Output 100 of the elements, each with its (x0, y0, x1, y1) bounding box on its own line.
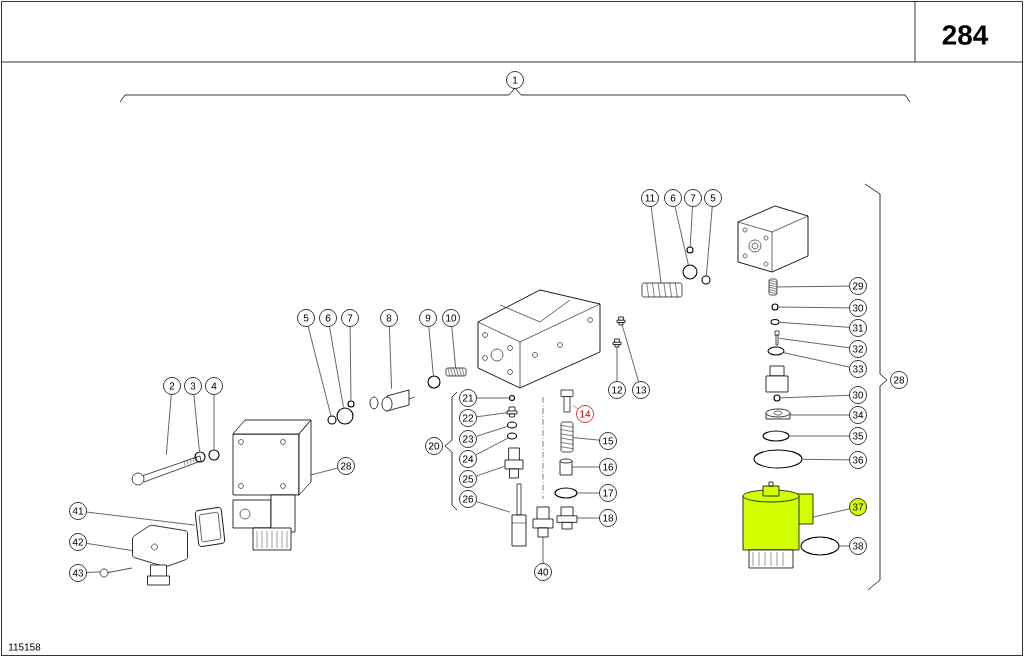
leader-line (778, 306, 850, 309)
leader-line (165, 394, 172, 456)
callout-number: 29 (849, 277, 867, 295)
ring-drawing (771, 303, 779, 311)
callout-number: 32 (849, 340, 867, 358)
callout-number: 22 (459, 409, 477, 427)
callout-number: 28 (337, 457, 355, 475)
leader-line (193, 394, 200, 452)
callout-number: 25 (459, 470, 477, 488)
leader-line (476, 465, 506, 477)
callout-number: 24 (459, 450, 477, 468)
ring-drawing (682, 264, 698, 280)
leader-line (329, 326, 344, 408)
callout-number: 43 (69, 564, 87, 582)
callout-number: 37 (849, 498, 867, 516)
callout-number: 38 (849, 537, 867, 555)
plug-drawing (132, 524, 188, 586)
ring-drawing (753, 449, 803, 469)
ring-drawing (327, 415, 337, 425)
leader-line (789, 435, 850, 437)
leader-line (572, 405, 579, 410)
fitting-drawing (506, 406, 518, 418)
leader-line (86, 543, 133, 551)
fitting-drawing (556, 506, 578, 530)
callout-number: 21 (459, 389, 477, 407)
leader-line (542, 536, 544, 564)
nut-drawing (765, 408, 791, 420)
spring-drawing (445, 367, 467, 377)
callout-number: 9 (419, 309, 437, 327)
callout-number: 28 (890, 371, 908, 389)
ring-drawing (767, 346, 785, 356)
bolt-drawing (131, 455, 202, 486)
callout-number: 11 (641, 189, 659, 207)
page-number: 284 (942, 25, 989, 45)
leader-line (779, 322, 850, 328)
callout-number: 5 (704, 189, 722, 207)
leader-line (86, 571, 101, 573)
fitting-drawing (504, 447, 524, 479)
pin-drawing (560, 389, 574, 413)
leader-line (780, 395, 850, 399)
ring-drawing (508, 394, 516, 402)
fitting-drawing (532, 506, 554, 538)
leader-line (778, 338, 850, 349)
callout-number: 4 (205, 377, 223, 395)
ring-drawing (773, 394, 781, 402)
leader-line (839, 545, 850, 547)
callout-number: 7 (684, 189, 702, 207)
ring-drawing (506, 432, 518, 440)
callout-number: 7 (341, 309, 359, 327)
ring-drawing (208, 449, 220, 461)
leader-line (706, 206, 713, 276)
leader-line (451, 326, 456, 369)
ring-drawing (347, 400, 355, 408)
leader-line (389, 326, 392, 390)
leader-line (650, 206, 662, 284)
callout-number: 26 (459, 490, 477, 508)
callout-number: 10 (442, 309, 460, 327)
leader-line (789, 414, 850, 416)
callout-number: 16 (599, 458, 617, 476)
callout-number: 8 (380, 309, 398, 327)
callout-number: 18 (599, 509, 617, 527)
callout-number: 36 (849, 451, 867, 469)
ring-drawing (770, 318, 780, 326)
callout-number: 23 (459, 430, 477, 448)
callout-number: 20 (425, 437, 443, 455)
callout-number: 2 (163, 377, 181, 395)
ring-drawing (800, 536, 840, 556)
leader-line (802, 459, 850, 461)
callout-number: 30 (849, 299, 867, 317)
ring-drawing (194, 451, 206, 463)
sleeve-drawing (369, 389, 416, 412)
leader-line (576, 517, 600, 519)
ring-drawing (336, 407, 354, 425)
leader-line (349, 326, 352, 401)
leader-line (674, 206, 689, 265)
ring-drawing (506, 421, 518, 429)
callout-number: 31 (849, 319, 867, 337)
leader-line (476, 397, 510, 399)
leader-line (571, 466, 600, 468)
callout-number: 3 (184, 377, 202, 395)
leader-line (689, 206, 693, 247)
leader-line (428, 326, 434, 376)
screw-drawing (99, 567, 133, 578)
leader-line (213, 394, 215, 450)
callout-number: 34 (849, 406, 867, 424)
fitting-drawing (616, 316, 626, 326)
ring-drawing (427, 375, 441, 389)
spring-drawing (641, 282, 683, 298)
leader-line (476, 501, 511, 513)
leader-line (621, 324, 639, 382)
leader-line (86, 511, 196, 526)
leader-line (783, 352, 850, 368)
ring-drawing (554, 487, 578, 499)
ring-drawing (686, 246, 694, 254)
leader-line (475, 437, 509, 456)
callout-number: 42 (69, 533, 87, 551)
coil-drawing (742, 481, 814, 569)
callout-number: 41 (69, 502, 87, 520)
gasket-drawing (194, 506, 226, 548)
callout-number: 30 (849, 386, 867, 404)
